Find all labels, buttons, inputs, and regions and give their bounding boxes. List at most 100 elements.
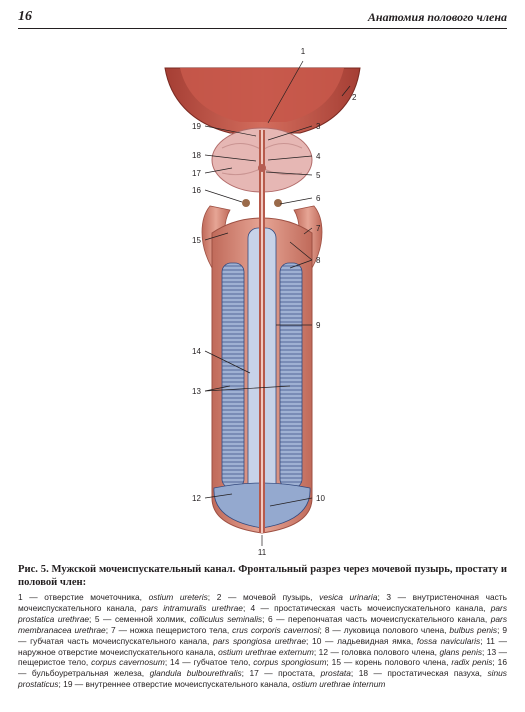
anatomy-figure: 1 2 3 4 5 6 7 8 9 10 11 12 13 14 15 16 1…	[0, 28, 525, 558]
legend-text: внутристеночная часть мочеиспускательног…	[18, 592, 508, 613]
legend-term: ostium urethrae externum	[218, 646, 314, 657]
legend-text: корень полового члена,	[355, 657, 452, 668]
callout-10: 10	[316, 494, 325, 503]
legend-number: 14 —	[170, 657, 194, 668]
legend-item-4: 4 — простатическая часть мочеиспускатель…	[18, 603, 507, 624]
legend-term: fossa navicularis	[416, 635, 481, 646]
legend-term: glans penis	[439, 646, 483, 657]
legend-number: 7 —	[110, 624, 130, 635]
legend-term: bulbus penis	[449, 624, 498, 635]
legend-text: губчатая часть мочеиспускательного канал…	[30, 635, 213, 646]
legend-term: vesica urinaria	[319, 592, 378, 602]
legend-term: ostium urethrae internum	[292, 679, 386, 690]
legend-text: внутреннее отверстие мочеиспускательного…	[85, 679, 293, 690]
legend-item-15: 15 — корень полового члена, radix penis	[332, 657, 493, 667]
callout-2: 2	[352, 93, 357, 102]
legend-term: sinus prostaticus	[18, 668, 507, 690]
legend-item-2: 2 — мочевой пузырь, vesica urinaria	[217, 592, 378, 602]
callout-19: 19	[192, 122, 201, 131]
callout-17: 17	[192, 169, 201, 178]
legend-term: crus corporis cavernosi	[232, 624, 320, 635]
legend-text: головка полового члена,	[341, 646, 440, 657]
callout-16: 16	[192, 186, 201, 195]
caption-legend: 1 — отверстие мочеточника, ostium ureter…	[18, 592, 508, 690]
legend-term: pars prostatica urethrae	[18, 602, 508, 624]
legend-text: семенной холмик,	[114, 613, 190, 624]
legend-text: губчатое тело,	[193, 657, 254, 668]
caption-title: Рис. 5. Мужской мочеиспускательный канал…	[18, 564, 507, 588]
callout-7: 7	[316, 224, 321, 233]
legend-item-3: 3 — внутристеночная часть мочеиспускател…	[18, 592, 507, 613]
legend-item-1: 1 — отверстие мочеточника, ostium ureter…	[18, 592, 208, 602]
legend-item-8: 8 — луковица полового члена, bulbus peni…	[325, 625, 497, 635]
legend-term: colliculus seminalis	[189, 613, 263, 624]
running-title: Анатомия полового члена	[367, 10, 507, 24]
legend-text: простатическая пазуха,	[387, 668, 488, 679]
legend-number: 18 —	[358, 668, 388, 679]
legend-item-7: 7 — ножка пещеристого тела, crus corpori…	[111, 625, 320, 635]
legend-number: 15 —	[331, 657, 356, 668]
legend-item-5: 5 — семенной холмик, colliculus seminali…	[95, 614, 262, 624]
legend-text: простатическая часть мочеиспускательного…	[274, 602, 491, 613]
legend-number: 3 —	[386, 592, 413, 602]
legend-term: radix penis	[451, 657, 493, 668]
urethra-illustration: 1 2 3 4 5 6 7 8 9 10 11 12 13 14 15 16 1…	[164, 47, 361, 557]
corpus-cavernosum-right	[279, 262, 303, 489]
legend-number: 13 —	[486, 646, 508, 657]
legend-term: ostium ureteris	[148, 592, 208, 602]
legend-term: pars spongiosa urethrae	[212, 635, 307, 646]
legend-item-11: 11 — наружное отверстие мочеиспускательн…	[18, 636, 507, 657]
callout-11: 11	[258, 548, 267, 557]
callout-14: 14	[192, 347, 201, 356]
legend-number: 9 —	[18, 624, 508, 646]
legend-item-18: 18 — простатическая пазуха, sinus prosta…	[18, 668, 507, 689]
legend-text: перепончатая часть мочеиспускательного к…	[288, 613, 491, 624]
legend-text: наружное отверстие мочеиспускательного к…	[18, 646, 219, 657]
legend-number: 12 —	[318, 646, 342, 657]
callout-3: 3	[316, 122, 321, 131]
callout-6: 6	[316, 194, 321, 203]
callout-12: 12	[192, 494, 201, 503]
legend-term: pars membranacea urethrae	[18, 613, 508, 635]
callout-8: 8	[316, 256, 321, 265]
legend-number: 11 —	[486, 635, 507, 646]
legend-text: пещеристое тело,	[18, 657, 92, 668]
legend-number: 6 —	[267, 613, 289, 624]
figure-caption: Рис. 5. Мужской мочеиспускательный канал…	[18, 563, 507, 690]
legend-number: 16 —	[18, 657, 507, 679]
callout-5: 5	[316, 171, 321, 180]
legend-term: pars intramuralis urethrae	[141, 602, 243, 613]
callout-9: 9	[316, 321, 321, 330]
legend-item-14: 14 — губчатое тело, corpus spongiosum	[170, 657, 326, 667]
legend-text: луковица полового члена,	[343, 624, 450, 635]
legend-item-16: 16 — бульбоуретральная железа, glandula …	[18, 657, 507, 678]
legend-item-17: 17 — простата, prostata	[249, 668, 350, 678]
legend-number: 5 —	[94, 613, 115, 624]
legend-text: ладьевидная ямка,	[337, 635, 417, 646]
legend-term: prostata	[320, 668, 351, 679]
callout-18: 18	[192, 151, 201, 160]
callout-4: 4	[316, 152, 321, 161]
legend-item-10: 10 — ладьевидная ямка, fossa navicularis	[312, 636, 480, 646]
legend-number: 17 —	[249, 668, 279, 679]
legend-number: 19 —	[63, 679, 86, 690]
legend-number: 10 —	[312, 635, 338, 646]
legend-number: 2 —	[216, 592, 244, 602]
bulbourethral-gland-left	[242, 199, 250, 207]
legend-number: 8 —	[324, 624, 344, 635]
legend-item-12: 12 — головка полового члена, glans penis	[319, 647, 482, 657]
legend-text: отверстие мочеточника,	[44, 592, 149, 602]
callout-13: 13	[192, 387, 201, 396]
legend-item-13: 13 — пещеристое тело, corpus cavernosum	[18, 647, 507, 668]
legend-term: glandula bulbourethralis	[149, 668, 242, 679]
legend-text: простата,	[278, 668, 321, 679]
legend-item-6: 6 — перепончатая часть мочеиспускательно…	[18, 614, 507, 635]
callout-1: 1	[301, 47, 306, 56]
page-header: 16 Анатомия полового члена	[18, 6, 507, 29]
bladder-lumen	[180, 68, 344, 122]
page-number: 16	[18, 9, 32, 24]
legend-number: 1 —	[18, 592, 45, 602]
legend-item-19: 19 — внутреннее отверстие мочеиспускател…	[63, 679, 385, 689]
legend-term: corpus spongiosum	[253, 657, 327, 668]
legend-text: мочевой пузырь,	[243, 592, 320, 602]
